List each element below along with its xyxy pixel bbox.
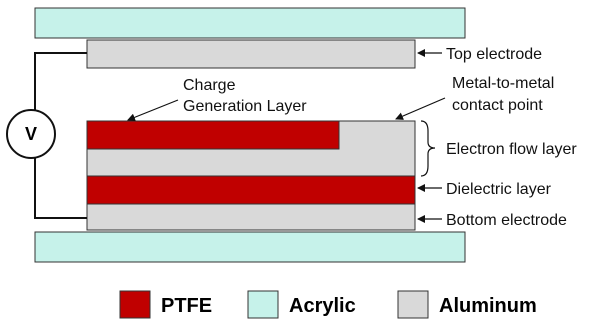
- charge-generation-layer: [86, 120, 340, 150]
- dielectric-label: Dielectric layer: [446, 181, 552, 198]
- bottom-electrode-label: Bottom electrode: [446, 212, 567, 229]
- legend: PTFE Acrylic Aluminum: [119, 290, 537, 319]
- bottom-wire: [34, 158, 87, 219]
- electron-flow-label: Electron flow layer: [446, 141, 577, 158]
- electron-flow-bracket: [420, 120, 436, 177]
- dielectric-layer: [86, 175, 416, 205]
- bottom-acrylic-plate: [34, 231, 466, 263]
- voltmeter-label: V: [25, 124, 37, 144]
- legend-label-ptfe: PTFE: [161, 295, 212, 317]
- metal-contact-label-line2: contact point: [452, 97, 543, 114]
- voltmeter-icon: [6, 109, 56, 159]
- bottom-electrode: [86, 203, 416, 231]
- top-acrylic-plate: [34, 7, 466, 39]
- legend-swatch-acrylic: [247, 290, 279, 319]
- charge-generation-arrow: [127, 99, 179, 122]
- legend-label-aluminum: Aluminum: [439, 295, 537, 317]
- charge-generation-label-line1: Charge: [183, 77, 236, 94]
- legend-swatch-ptfe: [119, 290, 151, 319]
- top-electrode-label: Top electrode: [446, 46, 542, 63]
- legend-swatch-aluminum: [397, 290, 429, 319]
- metal-contact-label-line1: Metal-to-metal: [452, 75, 554, 92]
- metal-contact-arrow: [395, 97, 446, 120]
- top-wire: [34, 52, 87, 110]
- top-electrode: [86, 39, 416, 69]
- legend-label-acrylic: Acrylic: [289, 295, 356, 317]
- charge-generation-label-line2: Generation Layer: [183, 98, 307, 115]
